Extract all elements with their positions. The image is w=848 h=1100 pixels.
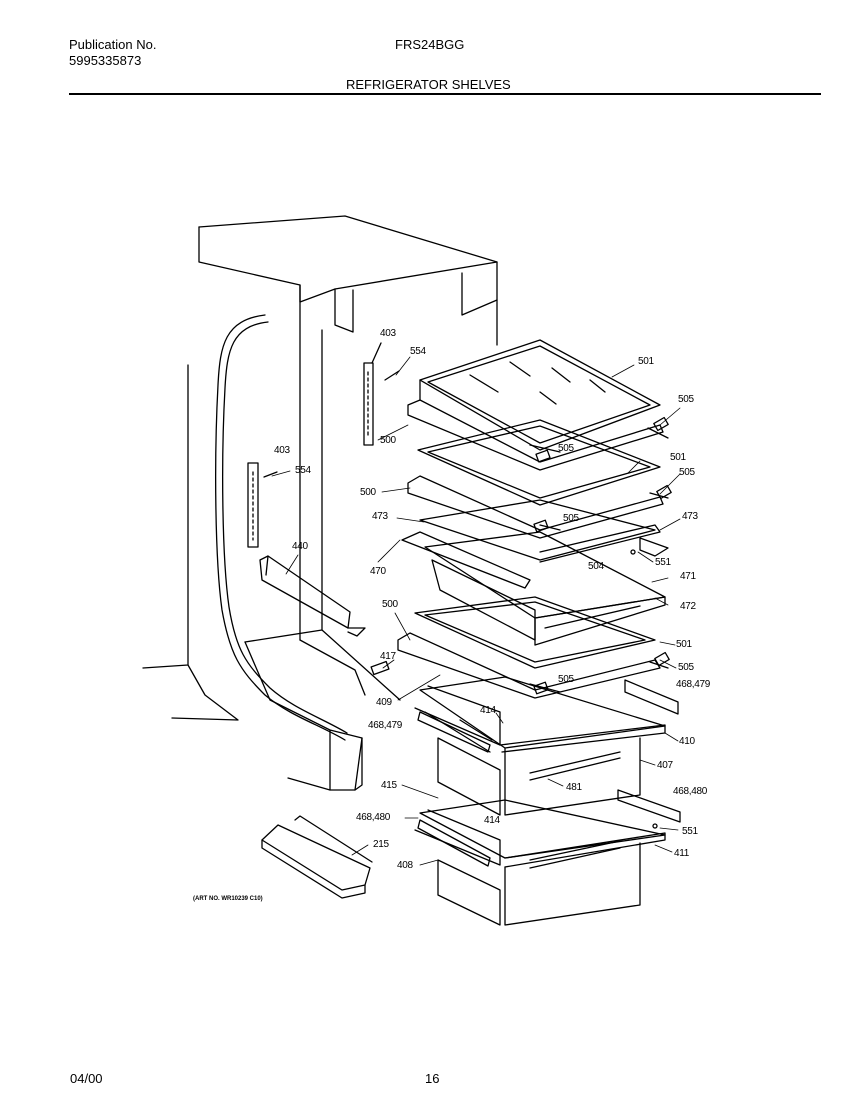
art-number: (ART NO. WR10239 C10) bbox=[193, 896, 263, 902]
callout-468-479: 468,479 bbox=[676, 679, 711, 690]
callout-408: 408 bbox=[397, 860, 413, 871]
callout-504: 504 bbox=[588, 561, 604, 572]
callout-468-479: 468,479 bbox=[368, 720, 403, 731]
shelf-support-upper bbox=[363, 342, 400, 446]
glass-shelf-lower bbox=[397, 596, 669, 699]
callout-481: 481 bbox=[566, 782, 582, 793]
callout-470: 470 bbox=[370, 566, 386, 577]
publication-number: 5995335873 bbox=[69, 53, 142, 68]
callout-500: 500 bbox=[382, 599, 398, 610]
drawer-lower bbox=[414, 799, 666, 926]
callout-403: 403 bbox=[274, 445, 290, 456]
callout-554: 554 bbox=[410, 346, 426, 357]
callout-440: 440 bbox=[292, 541, 308, 552]
callout-468-480: 468,480 bbox=[673, 786, 708, 797]
callout-505: 505 bbox=[563, 513, 579, 524]
callout-215: 215 bbox=[373, 839, 389, 850]
callout-501: 501 bbox=[676, 639, 692, 650]
callout-411: 411 bbox=[674, 848, 690, 859]
callout-551: 551 bbox=[655, 557, 671, 568]
drawer-upper bbox=[414, 676, 666, 816]
callout-417: 417 bbox=[380, 651, 396, 662]
callout-403: 403 bbox=[380, 328, 396, 339]
header-rule bbox=[69, 93, 821, 95]
callout-473: 473 bbox=[682, 511, 698, 522]
glass-shelf-top bbox=[407, 339, 669, 471]
publication-label: Publication No. bbox=[69, 37, 157, 52]
callout-501: 501 bbox=[670, 452, 686, 463]
callout-500: 500 bbox=[380, 435, 396, 446]
footer-date: 04/00 bbox=[70, 1071, 103, 1086]
callout-500: 500 bbox=[360, 487, 376, 498]
crisper-pan bbox=[424, 531, 666, 646]
section-title: REFRIGERATOR SHELVES bbox=[346, 77, 511, 92]
callout-410: 410 bbox=[679, 736, 695, 747]
crisper-cover-frame bbox=[401, 499, 669, 589]
callout-505: 505 bbox=[558, 674, 574, 685]
bracket-440 bbox=[259, 555, 366, 637]
door-bin bbox=[261, 815, 373, 899]
callout-505: 505 bbox=[678, 662, 694, 673]
glass-shelf-middle bbox=[407, 419, 669, 539]
cabinet-liner bbox=[142, 215, 498, 791]
callout-407: 407 bbox=[657, 760, 673, 771]
callout-505: 505 bbox=[558, 443, 574, 454]
page-number: 16 bbox=[425, 1071, 440, 1086]
leader-lines bbox=[271, 356, 681, 866]
callout-472: 472 bbox=[680, 601, 696, 612]
callout-554: 554 bbox=[295, 465, 311, 476]
callout-468-480: 468,480 bbox=[356, 812, 391, 823]
model-number: FRS24BGG bbox=[395, 37, 465, 52]
callout-473: 473 bbox=[372, 511, 388, 522]
callout-415: 415 bbox=[381, 780, 397, 791]
callout-505: 505 bbox=[679, 467, 695, 478]
callout-414: 414 bbox=[484, 815, 500, 826]
callout-551: 551 bbox=[682, 826, 698, 837]
callout-505: 505 bbox=[678, 394, 694, 405]
callout-471: 471 bbox=[680, 571, 696, 582]
callout-414: 414 bbox=[480, 705, 496, 716]
callout-409: 409 bbox=[376, 697, 392, 708]
breaker-strip bbox=[215, 314, 348, 741]
drawer-rails bbox=[417, 679, 681, 867]
shelf-clips bbox=[370, 416, 672, 829]
shelf-support-lower bbox=[247, 462, 278, 548]
callout-501: 501 bbox=[638, 356, 654, 367]
